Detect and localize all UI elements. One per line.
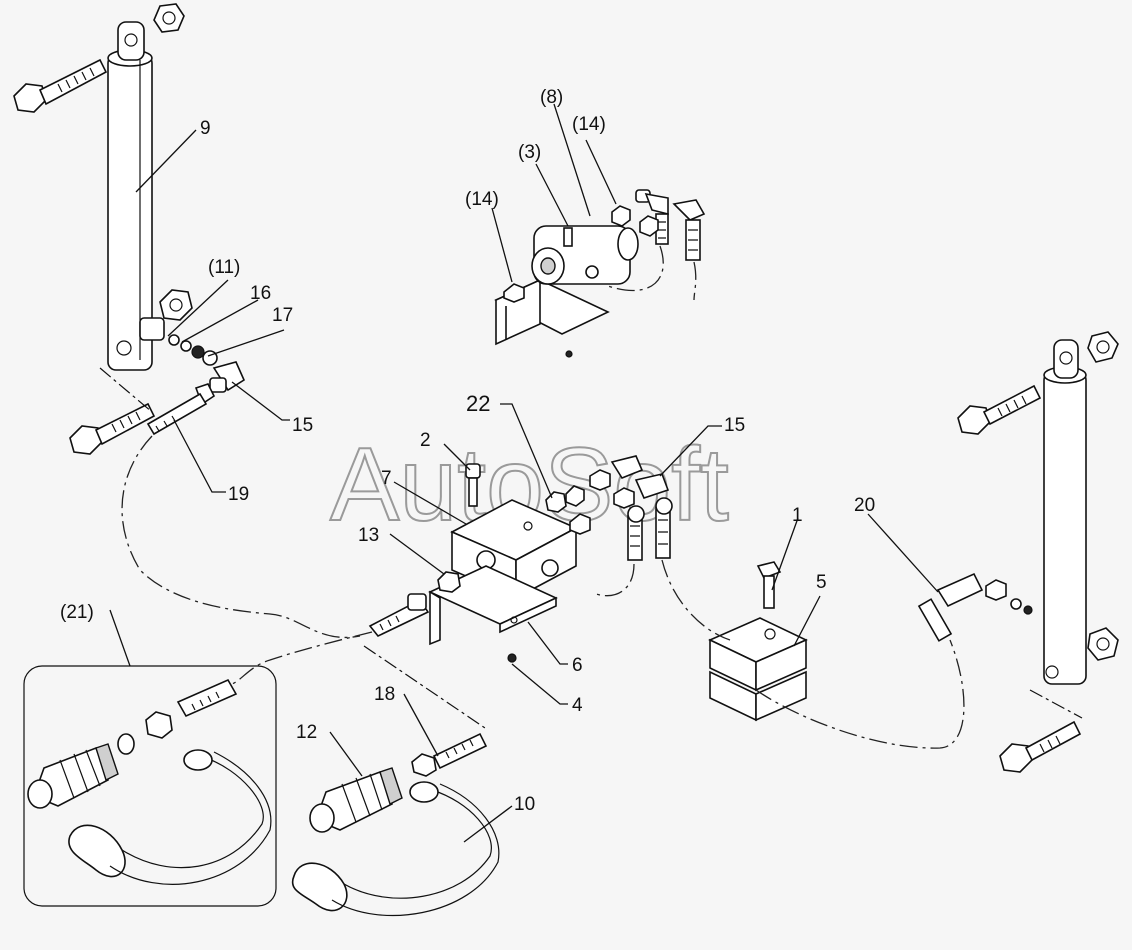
callout-20: 20 (854, 495, 875, 516)
adapter-fitting (139, 317, 246, 393)
dust-cap-strap-10 (291, 781, 500, 917)
right-cylinder-port-nut (1087, 627, 1119, 661)
clamp-screw (756, 561, 782, 609)
callout-6: 6 (572, 655, 583, 676)
hose-clamp (708, 617, 808, 722)
callout-15-left: 15 (292, 415, 313, 436)
solenoid-valve-fittings (607, 189, 706, 301)
left-cylinder-top-nut (153, 3, 185, 33)
callout-14-top: (14) (572, 114, 606, 135)
callout-21: (21) (60, 602, 94, 623)
coupling-hose-line (231, 631, 373, 685)
callout-16: 16 (250, 283, 271, 304)
callout-22: 22 (466, 391, 490, 416)
control-block-screw (465, 463, 481, 507)
callout-9: 9 (200, 118, 211, 139)
callout-12: 12 (296, 722, 317, 743)
right-hose-fitting-20 (917, 572, 1033, 642)
left-cylinder-port-nut (159, 289, 193, 321)
callout-11: (11) (208, 257, 240, 278)
right-cylinder-top-nut (1087, 331, 1119, 363)
callout-5: 5 (816, 572, 827, 593)
callout-10: 10 (514, 794, 535, 815)
left-cylinder-bottom-bolt (69, 402, 156, 455)
kit-dust-cap-strap (68, 749, 272, 885)
callout-13: 13 (358, 525, 379, 546)
left-cylinder (107, 21, 153, 371)
kit-coupling (27, 678, 238, 809)
callout-4: 4 (572, 695, 583, 716)
block-hose-line-b (661, 559, 731, 641)
hose-fitting-18 (411, 732, 488, 777)
callout-7: 7 (381, 468, 392, 489)
block-hose-line-a (595, 563, 635, 597)
right-cylinder-top-bolt (957, 384, 1042, 435)
callout-14-left: (14) (465, 189, 499, 210)
callout-17: 17 (272, 305, 293, 326)
leader-lines (109, 103, 939, 843)
coupling-kit-frame (23, 665, 277, 907)
callout-15-center: 15 (724, 415, 745, 436)
callout-8: (8) (540, 87, 563, 108)
right-cylinder (1043, 339, 1087, 685)
right-hose-line (755, 639, 965, 749)
quick-coupling-12 (309, 767, 403, 833)
callout-18: 18 (374, 684, 395, 705)
port-fitting-13 (368, 571, 461, 637)
callout-19: 19 (228, 484, 249, 505)
left-cylinder-top-bolt (13, 58, 108, 113)
callout-3: (3) (518, 142, 541, 163)
control-block (450, 499, 578, 600)
left-hose-end-19 (146, 383, 216, 436)
solenoid-valve-assembly (494, 225, 639, 358)
callout-1: 1 (792, 505, 803, 526)
control-block-fittings (545, 455, 673, 561)
mounting-bracket (428, 565, 558, 663)
left-hose-line (121, 435, 361, 638)
right-cylinder-bottom-bolt (999, 720, 1082, 773)
callout-2: 2 (420, 430, 431, 451)
